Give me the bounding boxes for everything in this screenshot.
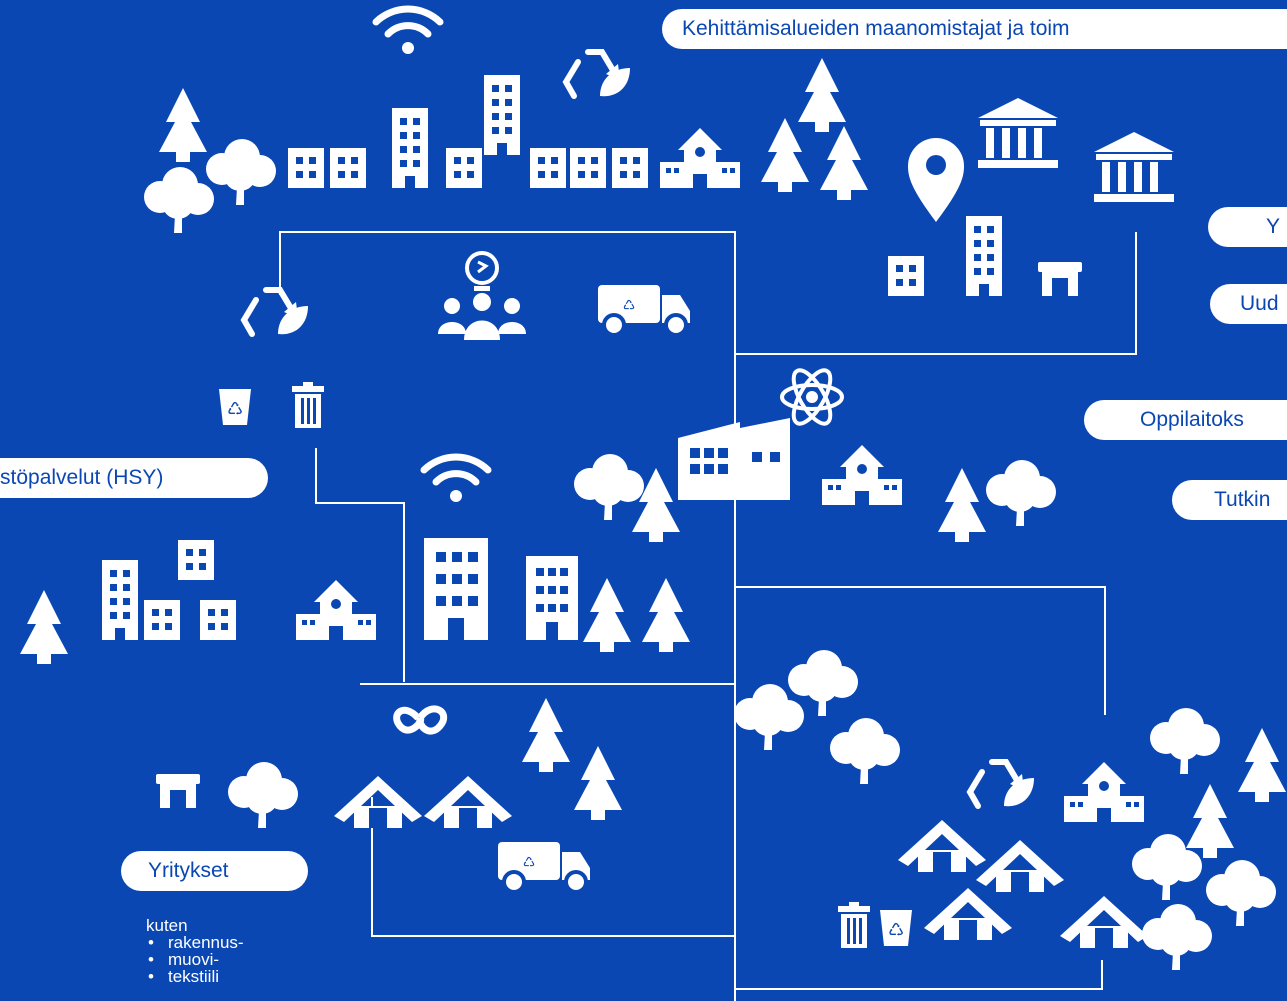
left-skyline [20,457,690,664]
list-item: muovi- [146,951,244,968]
school-icon [822,445,902,505]
recycle-bin-icon [880,910,912,946]
tree-icon [583,578,631,652]
companies-intro: kuten [146,916,188,935]
building-icon [570,148,606,188]
tree-icon [20,590,68,664]
tree-icon [938,468,986,542]
tree-icon [1206,860,1276,926]
tutkin-label: Tutkin [1172,480,1287,520]
tree-icon [574,746,622,820]
building-icon [392,108,428,188]
building-icon [288,148,324,188]
building-icon [102,560,138,640]
house-icon [898,820,986,872]
building-icon [330,148,366,188]
tree-icon [574,454,644,520]
recycle-icon [566,52,630,96]
tree-icon [986,460,1056,526]
bank-icon [1094,132,1174,202]
center-cluster [574,368,1056,542]
building-icon [484,75,520,155]
tree-icon [522,698,570,772]
tree-icon [734,684,804,750]
people-idea-icon [438,251,526,340]
hsy-label: stöpalvelut (HSY) [0,458,268,498]
tree-icon [761,118,809,192]
landowners-label: Kehittämisalueiden maanomistajat ja toim [662,9,1287,49]
bottom-right-cluster [734,650,1286,970]
building-icon [888,256,924,296]
tree-icon [206,139,276,205]
tree-icon [830,718,900,784]
uud-label: Uud [1210,284,1287,324]
recycle-icon [244,290,308,334]
factory-icon [678,418,790,500]
shop-icon [1038,262,1082,296]
school-icon [1064,762,1144,822]
tree-icon [144,167,214,233]
list-item: tekstiili [146,968,244,985]
building-icon [178,540,214,580]
location-pin-icon [908,138,964,222]
companies-note: kuten rakennus- muovi- tekstiili [146,917,244,985]
recycling-truck-icon [596,283,692,337]
wifi-icon [376,9,440,54]
recycle-bin-icon [219,389,251,425]
trash-can-icon [838,902,870,948]
tree-icon [228,762,298,828]
bank-icon [978,98,1058,168]
y-label: Y [1208,207,1287,247]
atom-icon [780,368,844,426]
building-icon [612,148,648,188]
tree-icon [798,58,846,132]
bottom-left-cluster [156,698,622,894]
recycle-icon [970,762,1034,806]
school-icon [296,580,376,640]
tree-icon [1238,728,1286,802]
building-icon [446,148,482,188]
building-icon [144,600,180,640]
tree-icon [1142,904,1212,970]
house-icon [334,776,422,828]
building-icon [526,556,578,640]
companies-list: rakennus- muovi- tekstiili [146,934,244,985]
building-icon [966,216,1002,296]
circular-economy-icon [393,705,448,735]
middle-left-cluster [219,251,692,428]
house-icon [424,776,512,828]
shop-icon [156,774,200,808]
trash-can-icon [292,382,324,428]
school-icon [660,128,740,188]
tree-icon [1150,708,1220,774]
house-icon [1060,896,1148,948]
tree-icon [1186,784,1234,858]
tree-icon [642,578,690,652]
building-icon [200,600,236,640]
building-icon [530,148,566,188]
institutions-cluster [888,98,1174,296]
oppilaitoks-label: Oppilaitoks [1084,400,1287,440]
tree-icon [159,88,207,162]
tree-icon [820,126,868,200]
house-icon [976,840,1064,892]
yritykset-label: Yritykset [121,851,308,891]
list-item: rakennus- [146,934,244,951]
building-icon [424,538,488,640]
house-icon [924,888,1012,940]
wifi-icon [424,457,488,502]
recycling-truck-icon [496,840,592,894]
